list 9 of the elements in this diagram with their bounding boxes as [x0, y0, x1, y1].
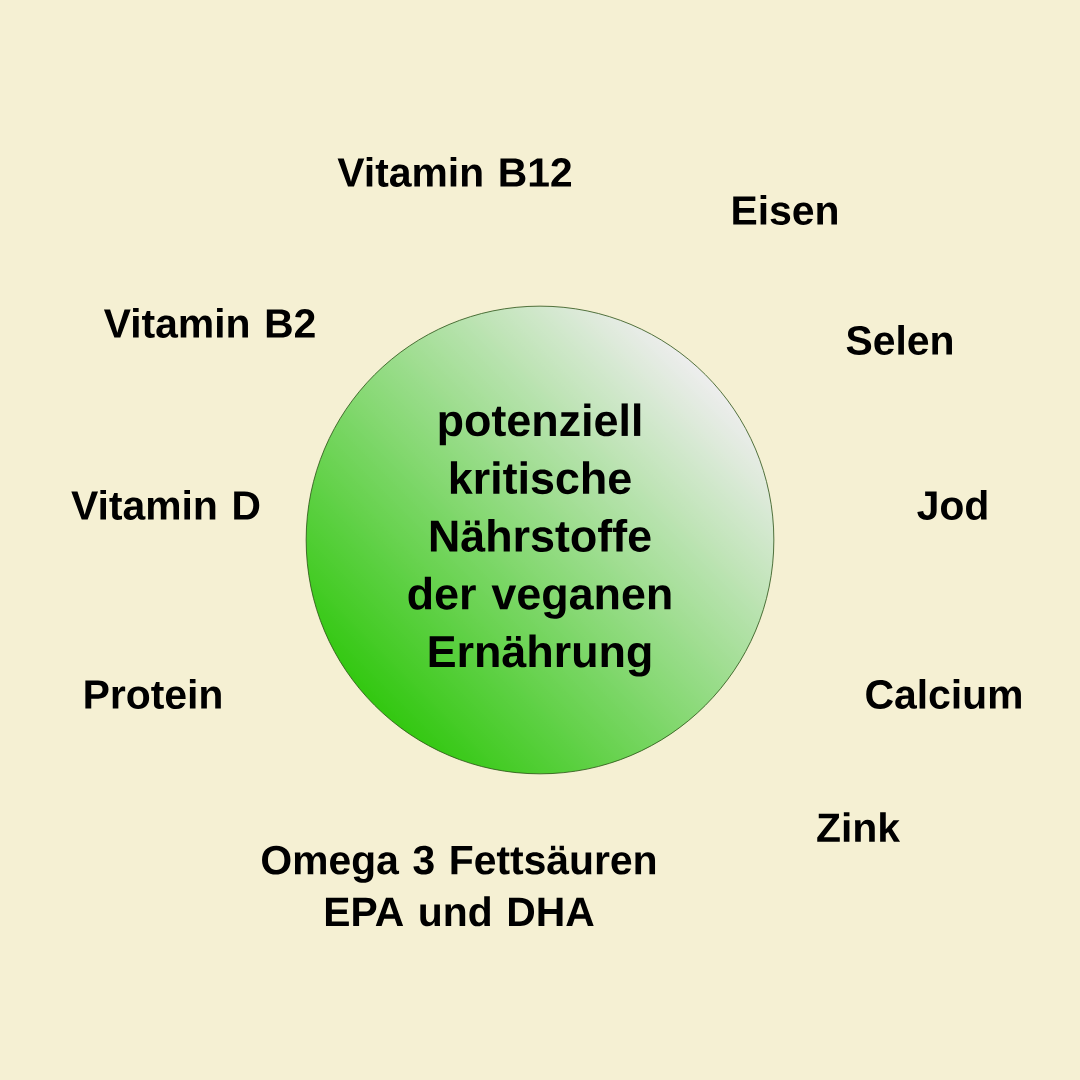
nutrient-label: Jod: [917, 490, 987, 520]
nutrient-label: Eisen: [733, 195, 837, 225]
nutrient-label: Calcium: [866, 679, 1021, 709]
nutrient-label: Vitamin B12: [337, 157, 571, 187]
nutrient-label: Protein: [85, 679, 221, 709]
nutrient-label: Vitamin D: [71, 490, 260, 520]
nutrient-label: Omega 3 Fettsäuren EPA und DHA: [262, 845, 656, 927]
nutrient-label: Zink: [817, 812, 901, 842]
nutrient-label: Selen: [846, 325, 952, 355]
